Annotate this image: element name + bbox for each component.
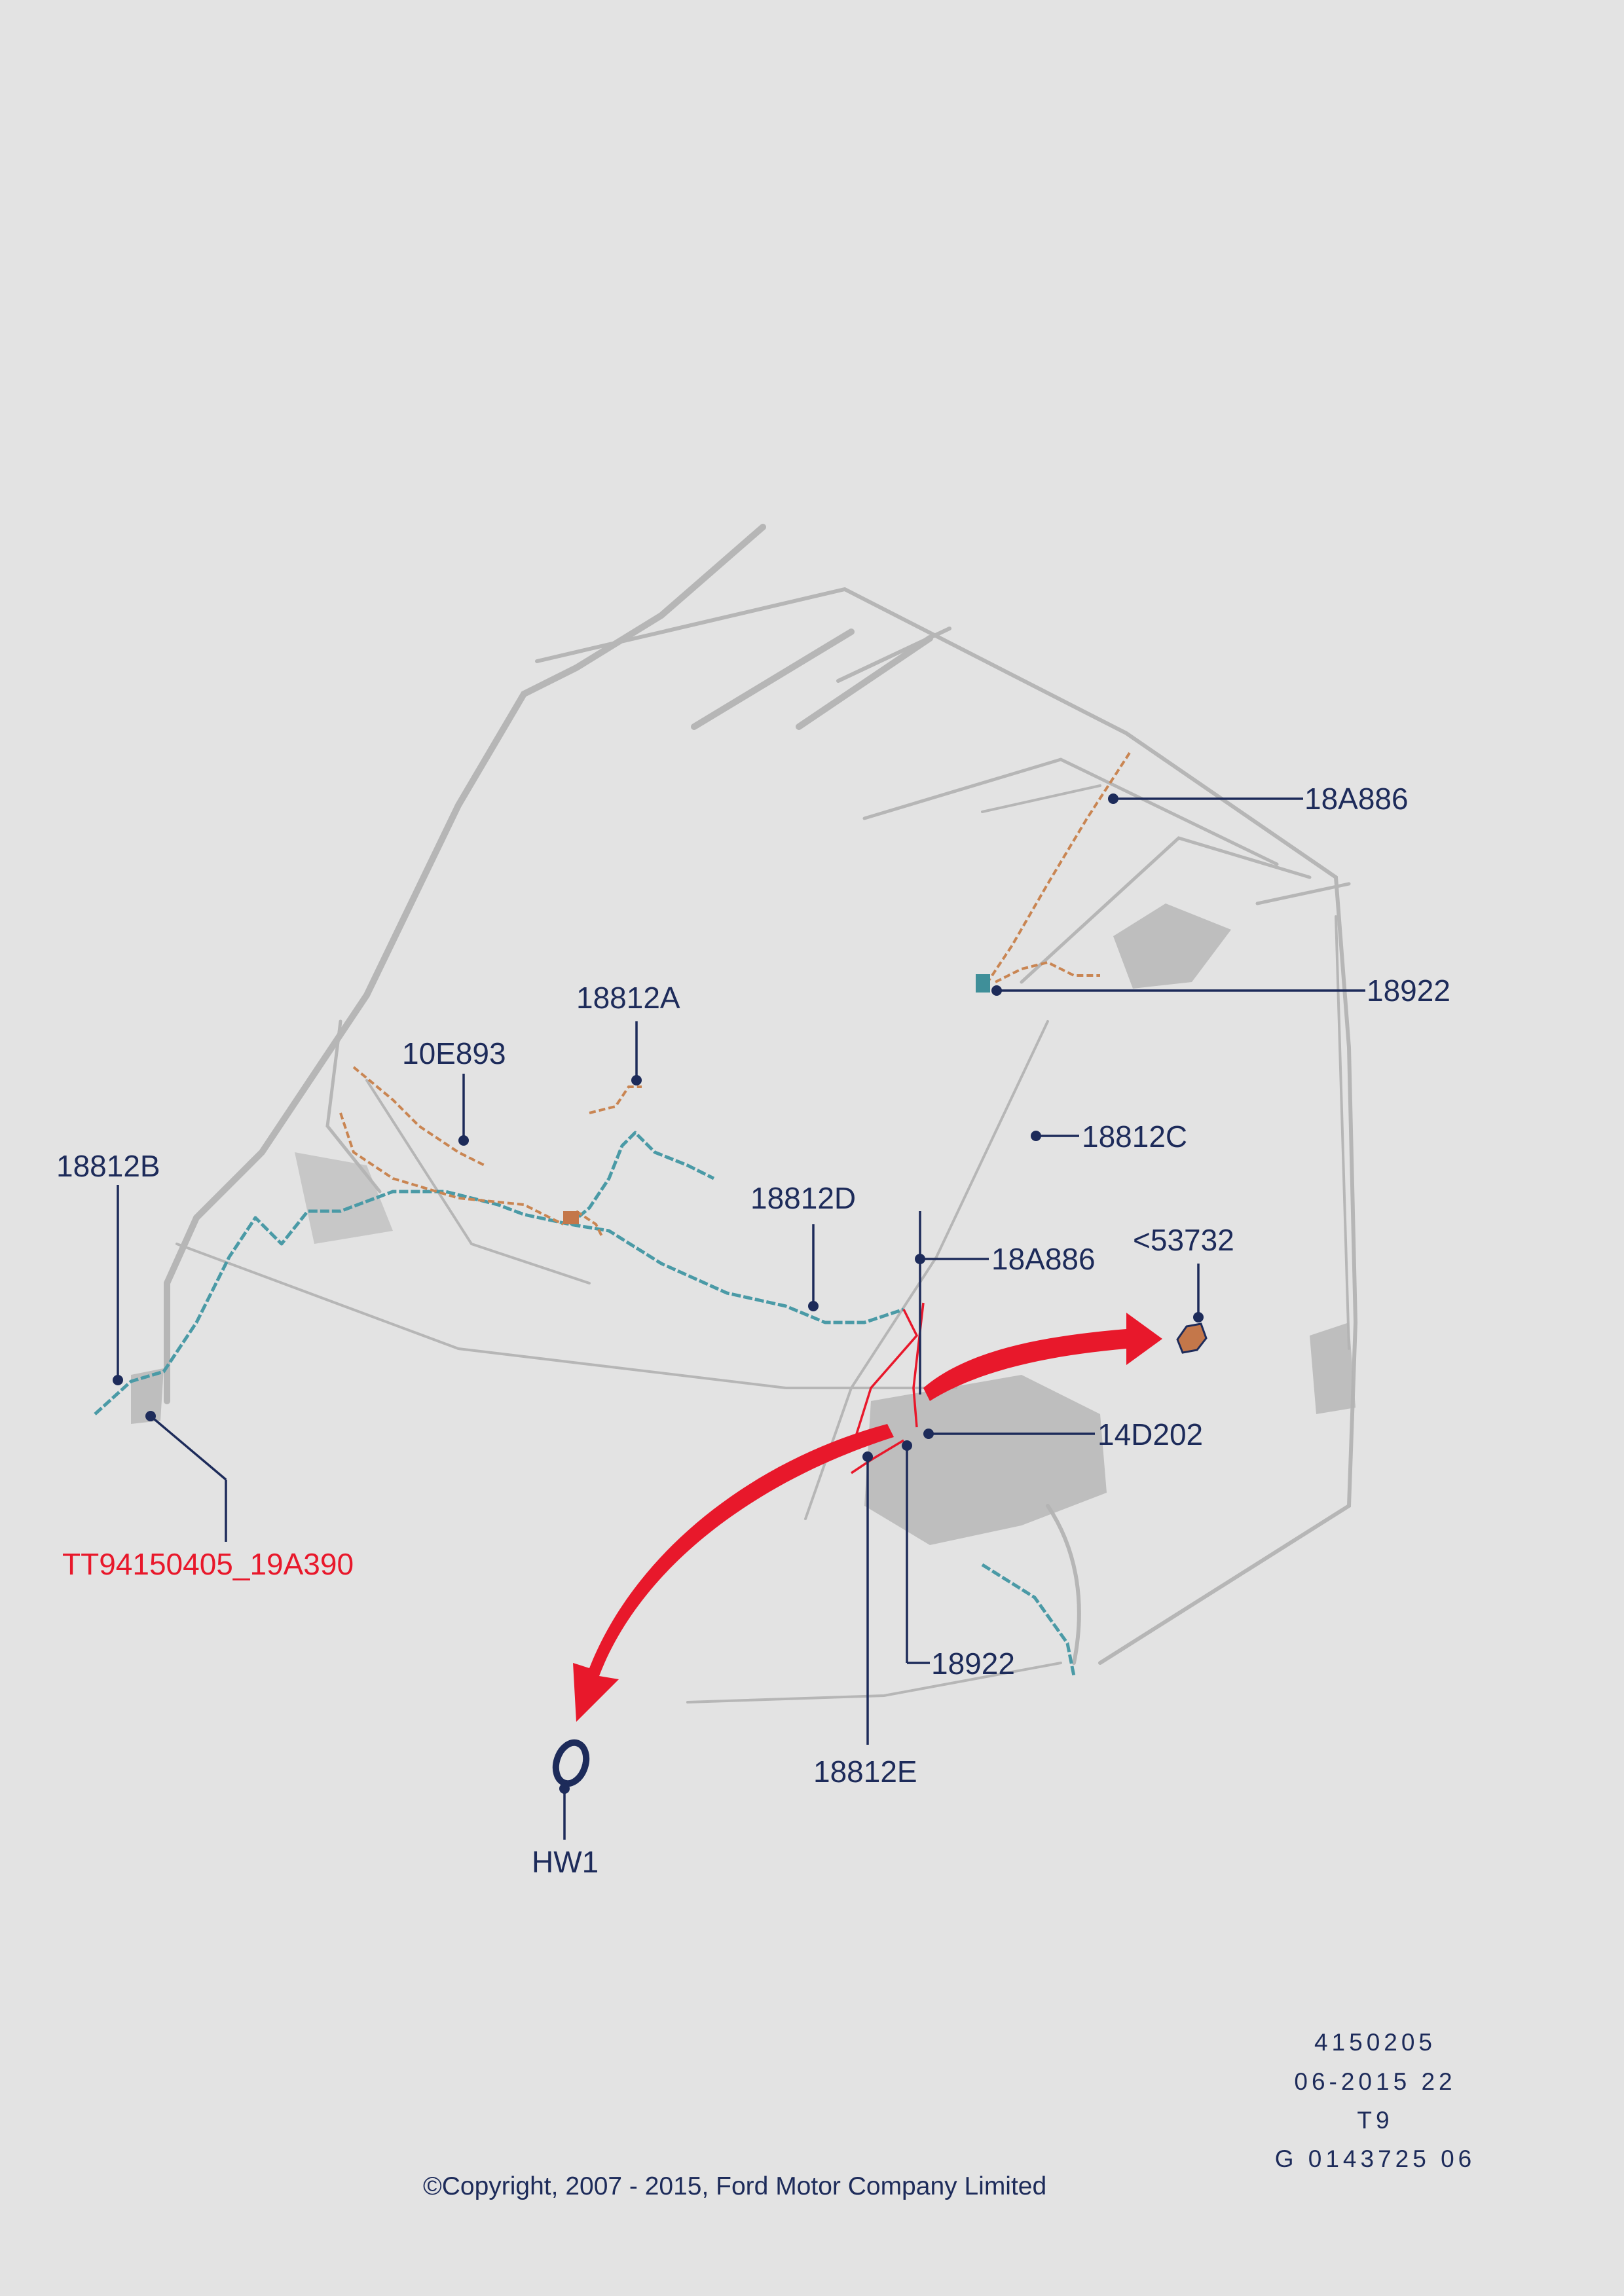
callout-hw1: HW1: [532, 1845, 599, 1879]
callout-reference-tt: TT94150405_19A390: [62, 1547, 354, 1581]
reference-date: 06-2015 22: [1294, 2068, 1456, 2095]
callout-18A886-top: 18A886: [1304, 782, 1409, 816]
callout-10E893: 10E893: [402, 1036, 506, 1070]
reference-code: T9: [1357, 2107, 1393, 2134]
callout-18812E: 18812E: [813, 1755, 917, 1789]
arrows: [573, 1313, 1162, 1722]
hw1-ring-icon: [552, 1739, 590, 1787]
callout-53732: <53732: [1133, 1223, 1234, 1257]
vehicle-body-ghost: [131, 524, 1358, 1704]
reference-number: 4150205: [1314, 2029, 1437, 2056]
arrow-to-connector: [923, 1313, 1162, 1401]
callout-18922-top: 18922: [1367, 974, 1450, 1008]
callout-18812C: 18812C: [1082, 1120, 1187, 1154]
copyright-notice: ©Copyright, 2007 - 2015, Ford Motor Comp…: [423, 2172, 1047, 2200]
callout-labels: 18A886 18922 18812A 10E893 18812B 18812C…: [56, 782, 1450, 1879]
callout-14D202: 14D202: [1098, 1417, 1203, 1451]
wire-harness: [94, 752, 1131, 1677]
callout-18A886-mid: 18A886: [991, 1242, 1096, 1276]
reference-serial: G 0143725 06: [1274, 2145, 1476, 2172]
arrow-to-hw1: [573, 1424, 894, 1722]
callout-leaders: [113, 793, 1365, 1840]
callout-18812A: 18812A: [576, 981, 680, 1015]
connector-53732-icon: [1176, 1322, 1208, 1354]
callout-18922-bottom: 18922: [931, 1647, 1015, 1681]
callout-18812D: 18812D: [750, 1181, 856, 1215]
callout-18812B: 18812B: [56, 1149, 160, 1183]
